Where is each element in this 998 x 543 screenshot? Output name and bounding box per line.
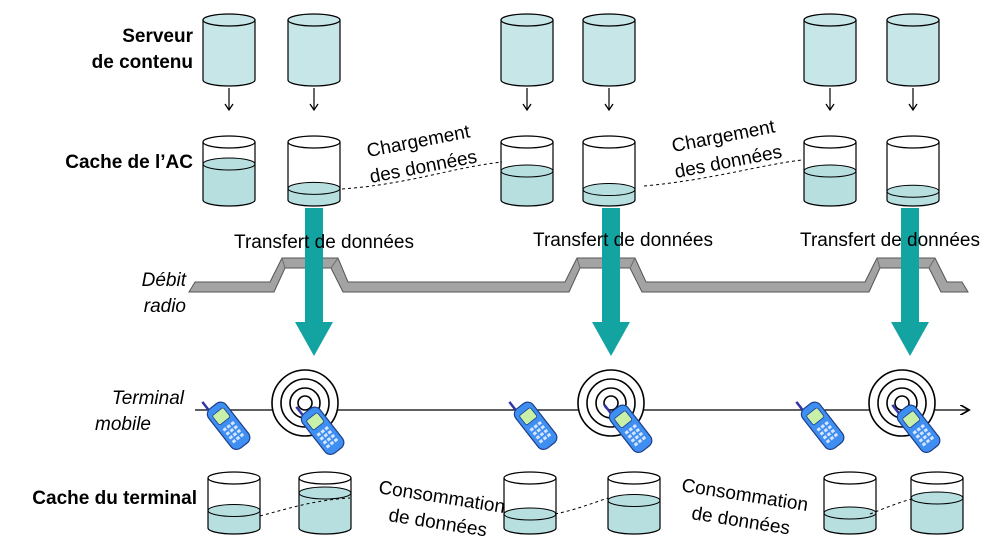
loading-connector-2 — [643, 159, 803, 187]
server-cylinder — [803, 13, 857, 87]
server-cylinder — [500, 13, 554, 87]
terminal-cache-cylinder — [207, 471, 261, 535]
server-down-arrow — [309, 88, 319, 112]
mobile-phone-icon — [795, 401, 845, 451]
server-down-arrow — [825, 88, 835, 112]
transfer-label-3: Transfert de données — [800, 230, 980, 251]
ac-cache-cylinder — [886, 135, 940, 207]
transfer-label-1: Transfert de données — [234, 232, 414, 253]
transfer-arrows — [295, 208, 929, 356]
ac-cache-cylinder — [803, 135, 857, 207]
consumption-annotation-2: Consommation de données — [680, 475, 809, 539]
mobile-phone-icon — [891, 404, 941, 454]
transfer-labels: Transfert de données Transfert de donnée… — [234, 230, 980, 253]
server-cylinder — [886, 13, 940, 87]
server-cylinder — [582, 13, 636, 87]
ac-cache-cylinder — [500, 135, 554, 207]
loading-connector-1 — [341, 161, 503, 190]
server-cylinder — [202, 13, 256, 87]
ac-caches — [202, 135, 940, 207]
mobile-terminal-label-line1: Terminal — [112, 388, 185, 409]
radio-rate-label-line2: radio — [144, 296, 186, 317]
server-cylinder — [287, 13, 341, 87]
ac-cache-label: Cache de l’AC — [65, 152, 193, 173]
transfer-arrow — [592, 208, 630, 356]
mobile-phone-icon — [295, 406, 345, 456]
terminal-cache-cylinder — [823, 471, 877, 535]
consumption-annotation-1: Consommation de données — [377, 477, 506, 541]
transfer-arrow — [295, 208, 333, 356]
transfer-label-2: Transfert de données — [533, 230, 713, 251]
mobile-phones — [201, 401, 941, 456]
terminal-cache-cylinder — [503, 471, 557, 535]
ac-cache-cylinder — [582, 135, 636, 207]
terminal-cache-label: Cache du terminal — [32, 488, 197, 509]
consumption-connector-2 — [554, 497, 609, 515]
mobile-phone-icon — [201, 401, 251, 451]
loading-annotation-2: Chargement des données — [670, 116, 784, 183]
consumption-connector-3 — [869, 497, 916, 515]
terminal-cache-cylinder — [607, 471, 661, 535]
consumption-connector-1 — [259, 497, 351, 517]
content-servers — [202, 13, 940, 112]
mobile-phone-icon — [603, 404, 653, 454]
server-down-arrow — [604, 88, 614, 112]
transfer-arrow — [891, 208, 929, 356]
radio-band-bevels — [281, 257, 936, 269]
mobile-terminal-label-line2: mobile — [95, 414, 151, 435]
mobile-phone-icon — [508, 401, 558, 451]
terminal-cache-cylinder — [298, 471, 352, 535]
server-down-arrow — [522, 88, 532, 112]
loading-annotation-1: Chargement des données — [365, 121, 479, 188]
terminal-caches — [207, 471, 964, 535]
ac-cache-cylinder — [287, 135, 341, 207]
radio-rate-band — [188, 257, 969, 293]
radio-rate-label-line1: Débit — [142, 270, 187, 291]
server-down-arrow — [224, 88, 234, 112]
server-label-line1: Serveur — [122, 26, 193, 47]
server-label-line2: de contenu — [92, 52, 193, 73]
terminal-cache-cylinder — [910, 471, 964, 535]
server-down-arrow — [908, 88, 918, 112]
ac-cache-cylinder — [202, 135, 256, 207]
